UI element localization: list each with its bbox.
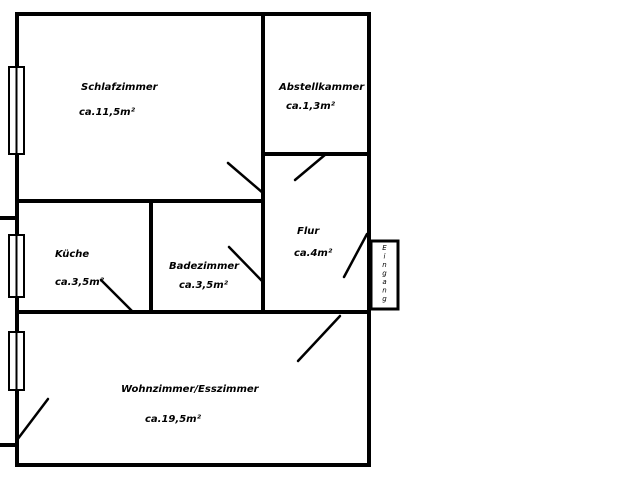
door-abstellkammer	[293, 152, 328, 182]
entrance-letter-3: n	[382, 261, 386, 269]
label-badezimmer-area: ca.3,5m²	[179, 280, 229, 291]
label-badezimmer-name: Badezimmer	[169, 261, 240, 272]
entrance-letter-5: a	[382, 278, 386, 286]
label-schlafzimmer-area: ca.11,5m²	[79, 107, 136, 118]
entrance-letter-6: n	[382, 287, 386, 295]
windows	[8, 66, 25, 391]
entrance-letter-7: g	[382, 295, 387, 303]
door-bedroom	[226, 161, 265, 195]
label-abstellkammer-name: Abstellkammer	[278, 82, 365, 93]
door-entrance	[342, 232, 369, 279]
label-abstellkammer-area: ca.1,3m²	[286, 101, 336, 112]
entrance-letter-1: E	[382, 244, 387, 252]
label-flur-area: ca.4m²	[294, 248, 333, 259]
room-labels: Schlafzimmer ca.11,5m² Abstellkammer ca.…	[55, 82, 365, 425]
doors	[15, 152, 369, 442]
entrance-letter-2: i	[384, 253, 386, 261]
label-wohnzimmer-name: Wohnzimmer/Esszimmer	[121, 384, 260, 395]
door-bathroom	[227, 245, 265, 284]
walls	[0, 12, 371, 467]
door-kitchen	[99, 278, 135, 314]
entrance: E i n g a n g	[369, 239, 400, 311]
entrance-box	[369, 239, 400, 311]
door-living-left	[15, 397, 50, 442]
outer-wall	[15, 12, 371, 467]
label-kueche-name: Küche	[55, 249, 89, 260]
label-wohnzimmer-area: ca.19,5m²	[145, 414, 202, 425]
door-living	[296, 314, 342, 363]
label-schlafzimmer-name: Schlafzimmer	[81, 82, 159, 93]
entrance-letter-4: g	[382, 270, 387, 278]
label-kueche-area: ca.3,5m²	[55, 277, 105, 288]
label-flur-name: Flur	[297, 226, 320, 237]
